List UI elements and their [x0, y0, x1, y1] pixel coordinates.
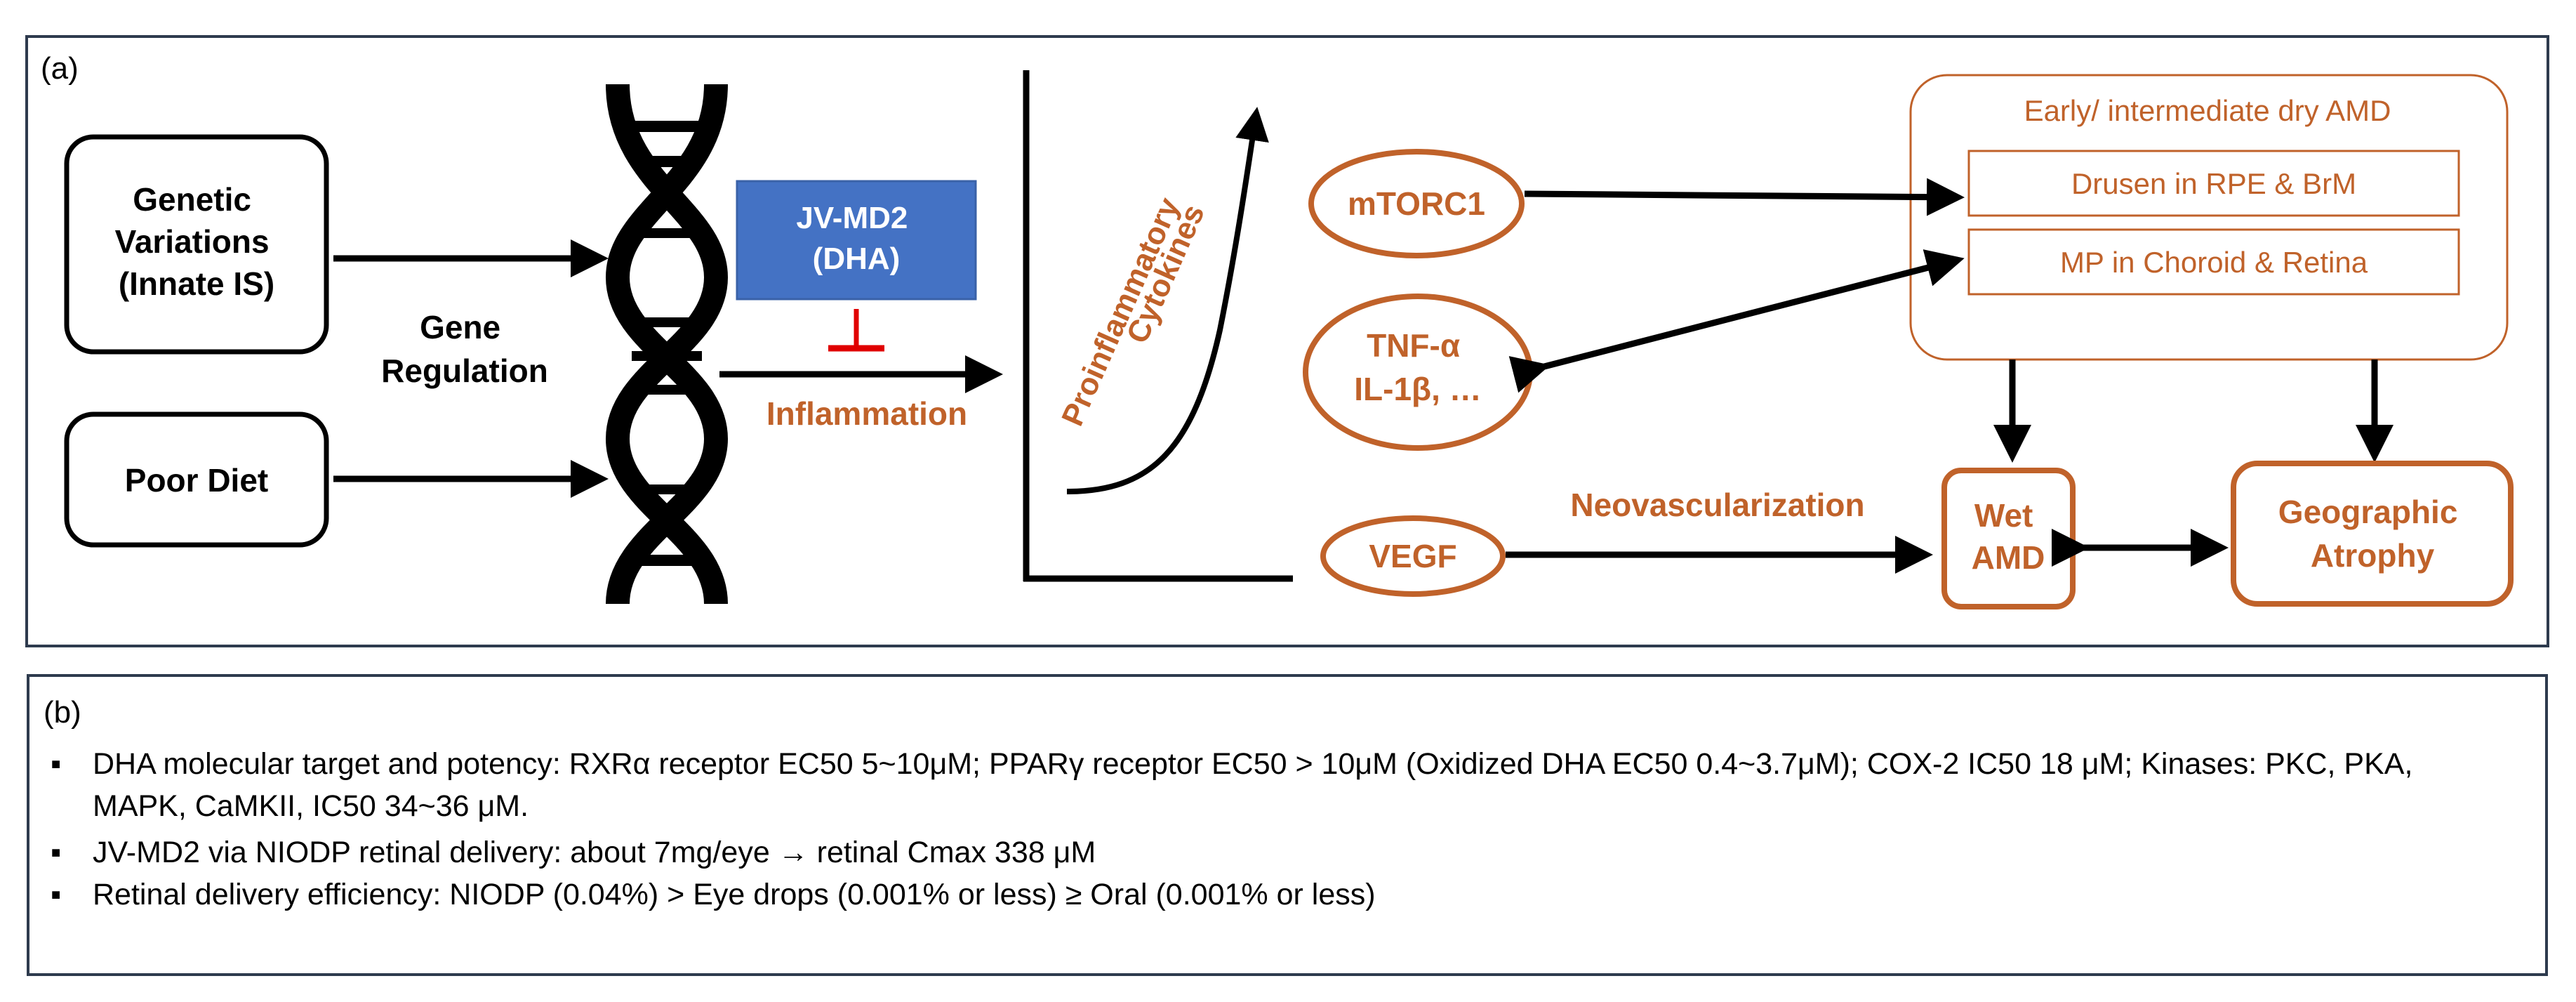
dna-helix-icon [605, 84, 729, 605]
neovascularization-label: Neovascularization [1570, 487, 1864, 523]
inflammation-label: Inflammation [766, 395, 967, 432]
list-item: ▪ Retinal delivery efficiency: NIODP (0.… [29, 874, 2507, 916]
mp-label: MP in Choroid & Retina [2060, 246, 2368, 279]
vegf-label: VEGF [1369, 538, 1456, 574]
geographic-atrophy-box [2231, 461, 2514, 607]
dry-amd-title: Early/ intermediate dry AMD [2024, 94, 2391, 127]
arrow-tnf-mp [1508, 249, 1965, 393]
panel-b-label: (b) [44, 695, 81, 730]
genetic-variations-label: Genetic Variations (Innate IS) [115, 181, 279, 302]
list-item-text: DHA molecular target and potency: RXRα r… [93, 747, 2413, 823]
list-item-text: Retinal delivery efficiency: NIODP (0.04… [93, 878, 1376, 911]
findings-list: ▪ DHA molecular target and potency: RXRα… [29, 743, 2507, 916]
bullet-icon: ▪ [51, 878, 62, 911]
genetic-variations-box [64, 134, 329, 355]
panel-b-frame: (b) ▪ DHA molecular target and potency: … [27, 674, 2548, 976]
drusen-box [1967, 150, 2460, 217]
bullet-icon: ▪ [51, 747, 62, 781]
cytokine-curve [1066, 107, 1269, 494]
mtorc1-label: mTORC1 [1348, 185, 1485, 222]
jv-md2-label: JV-MD2 (DHA) [796, 201, 916, 276]
gene-regulation-label: Gene Regulation [381, 309, 548, 389]
geographic-atrophy-label: Geographic Atrophy [2278, 494, 2467, 574]
list-item-text: JV-MD2 via NIODP retinal delivery: about… [93, 836, 1096, 869]
poor-diet-label: Poor Diet [125, 462, 268, 499]
mp-box [1967, 228, 2460, 296]
panel-a-frame [25, 35, 2549, 647]
poor-diet-box [64, 411, 329, 548]
panel-a-label: (a) [41, 51, 79, 86]
arrow-mtorc1-to-drusen [1524, 178, 1965, 216]
mtorc1-ellipse [1308, 149, 1525, 258]
list-item: ▪ JV-MD2 via NIODP retinal delivery: abo… [29, 831, 2507, 874]
bullet-icon: ▪ [51, 836, 62, 869]
jv-md2-box [736, 180, 977, 301]
vegf-ellipse [1320, 515, 1506, 597]
tnf-label: TNF-α IL-1β, … [1354, 327, 1481, 407]
wet-amd-box [1941, 468, 2076, 609]
wet-amd-label: Wet AMD [1972, 497, 2045, 576]
drusen-label: Drusen in RPE & BrM [2071, 167, 2356, 200]
list-item: ▪ DHA molecular target and potency: RXRα… [29, 743, 2507, 827]
